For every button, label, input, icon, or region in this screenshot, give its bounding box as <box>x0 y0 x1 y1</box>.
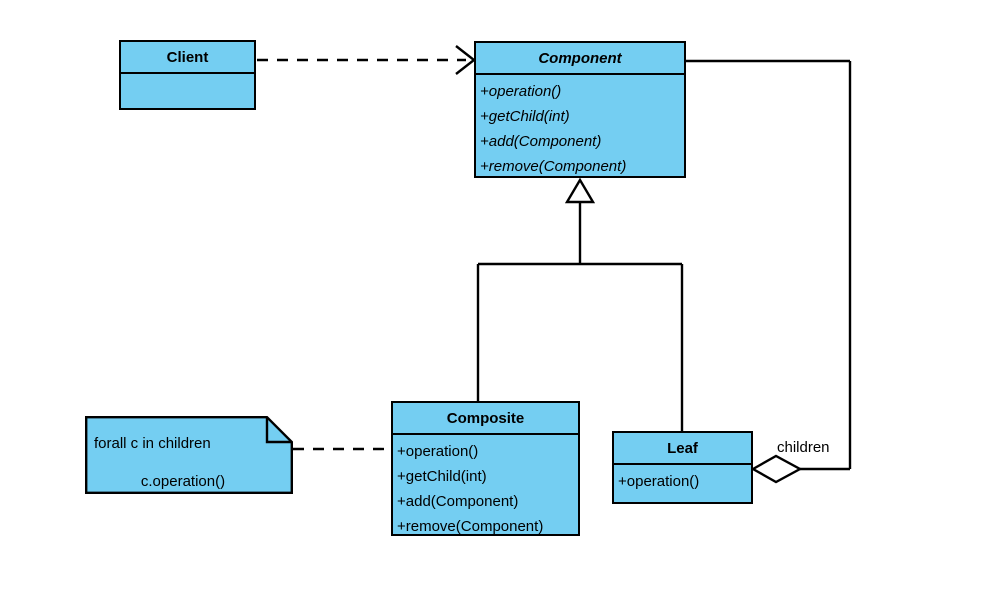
note-line-1: forall c in children <box>94 435 211 452</box>
class-member: +add(Component) <box>397 493 519 510</box>
class-member: +remove(Component) <box>480 158 627 175</box>
class-member: +operation() <box>618 473 700 490</box>
class-title-component: Component <box>476 43 684 75</box>
class-member: +operation() <box>397 443 479 460</box>
class-member: +add(Component) <box>480 133 602 150</box>
class-members-composite: +operation() +getChild(int) +add(Compone… <box>393 435 578 543</box>
class-members-component: +operation() +getChild(int) +add(Compone… <box>476 75 684 183</box>
class-members-leaf: +operation() <box>614 465 751 498</box>
class-box-component[interactable]: Component +operation() +getChild(int) +a… <box>474 41 686 178</box>
class-member: +getChild(int) <box>397 468 487 485</box>
note-line-2: c.operation() <box>140 473 226 490</box>
class-box-composite[interactable]: Composite +operation() +getChild(int) +a… <box>391 401 580 536</box>
class-member: +operation() <box>480 83 562 100</box>
class-title-leaf: Leaf <box>614 433 751 465</box>
hollow-triangle-icon <box>564 177 596 204</box>
edge-generalization-fork <box>476 177 684 431</box>
class-box-leaf[interactable]: Leaf +operation() <box>612 431 753 504</box>
class-title-client: Client <box>121 42 254 74</box>
hollow-diamond-icon <box>750 454 803 484</box>
edge-client-uses-component <box>257 45 476 75</box>
open-arrowhead-icon <box>455 45 476 75</box>
edge-label-children: children <box>777 439 830 456</box>
edge-component-aggregation-children <box>686 59 852 484</box>
class-member: +remove(Component) <box>397 518 544 535</box>
class-box-client[interactable]: Client <box>119 40 256 110</box>
note-box-composite-operation[interactable]: forall c in children c.operation() <box>85 416 293 494</box>
class-member: +getChild(int) <box>480 108 570 125</box>
note-shape-icon <box>85 416 293 494</box>
class-title-composite: Composite <box>393 403 578 435</box>
class-members-client <box>121 74 254 108</box>
